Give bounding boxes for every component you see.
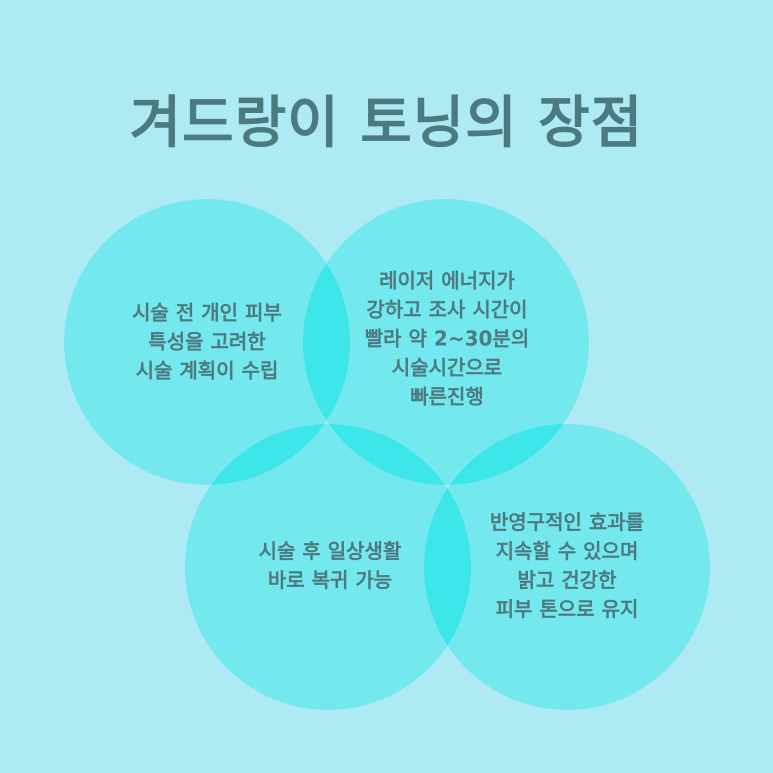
label-line: 시술 후 일상생활 (258, 539, 402, 563)
page-title: 겨드랑이 토닝의 장점 (129, 91, 644, 156)
label-line: 시술시간으로 (391, 355, 503, 380)
circles (64, 199, 710, 710)
label-top-right: 레이저 에너지가 강하고 조사 시간이 빨라 약 2~30분의 시술시간으로 빠… (365, 267, 529, 412)
circle-top-right (303, 199, 589, 485)
label-line: 시술 계획이 수립 (135, 358, 279, 383)
label-line: 밝고 건강한 (517, 568, 617, 592)
label-bottom-right: 반영구적인 효과를 지속할 수 있으며 밝고 건강한 피부 톤으로 유지 (490, 508, 644, 624)
label-line: 레이저 에너지가 (379, 268, 515, 293)
label-line: 빠른진행 (410, 384, 484, 409)
label-line: 강하고 조사 시간이 (366, 297, 528, 322)
label-line: 시술 전 개인 피부 (132, 300, 282, 325)
label-top-left: 시술 전 개인 피부 특성을 고려한 시술 계획이 수립 (132, 299, 282, 386)
label-line: 빨라 약 2~30분의 (364, 326, 530, 351)
circle-top-left (64, 199, 350, 485)
label-line: 반영구적인 효과를 (489, 510, 645, 534)
label-bottom-left: 시술 후 일상생활 바로 복귀 가능 (259, 537, 402, 595)
label-line: 지속할 수 있으며 (495, 539, 639, 563)
circle-bottom-right (424, 424, 710, 710)
label-line: 바로 복귀 가능 (267, 568, 393, 592)
label-line: 특성을 고려한 (148, 329, 266, 354)
label-line: 피부 톤으로 유지 (495, 597, 639, 621)
circle-bottom-left (185, 424, 471, 710)
